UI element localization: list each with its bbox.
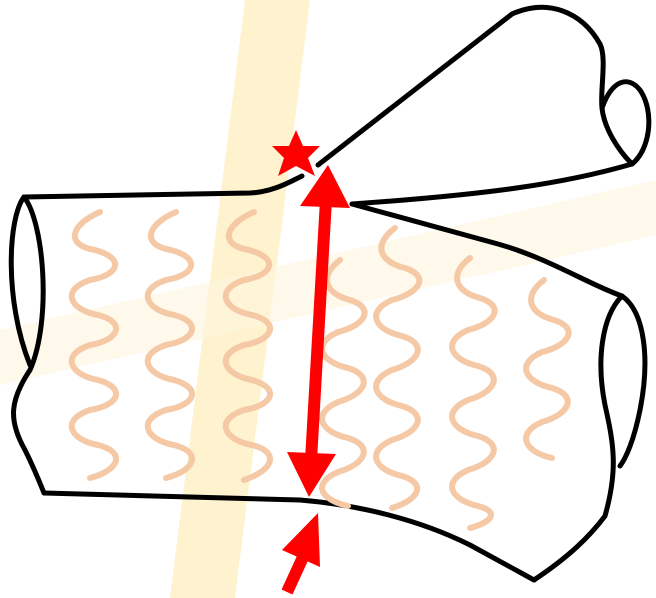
vessel-side-branch [318, 7, 649, 204]
pointer-arrow [282, 513, 320, 592]
